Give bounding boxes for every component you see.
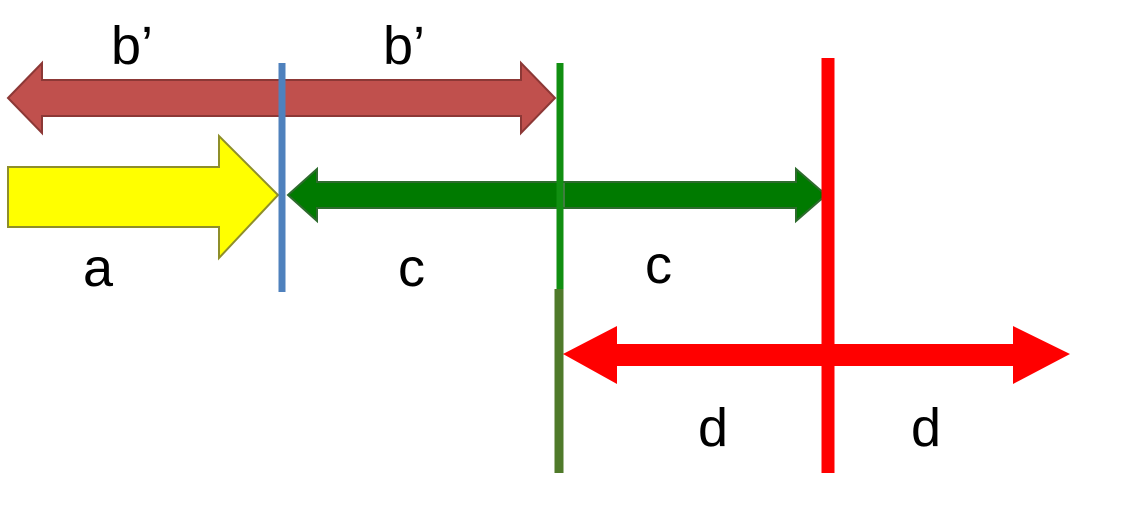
label-a: a	[83, 238, 114, 298]
label-b-left: b’	[111, 16, 153, 76]
block-arrow-a	[7, 133, 280, 261]
double-arrow-d	[563, 326, 1070, 384]
label-c-right: c	[645, 235, 672, 295]
label-b-right: b’	[383, 16, 425, 76]
label-d-right: d	[911, 398, 941, 458]
label-c-left: c	[398, 238, 425, 298]
label-d-left: d	[698, 398, 728, 458]
